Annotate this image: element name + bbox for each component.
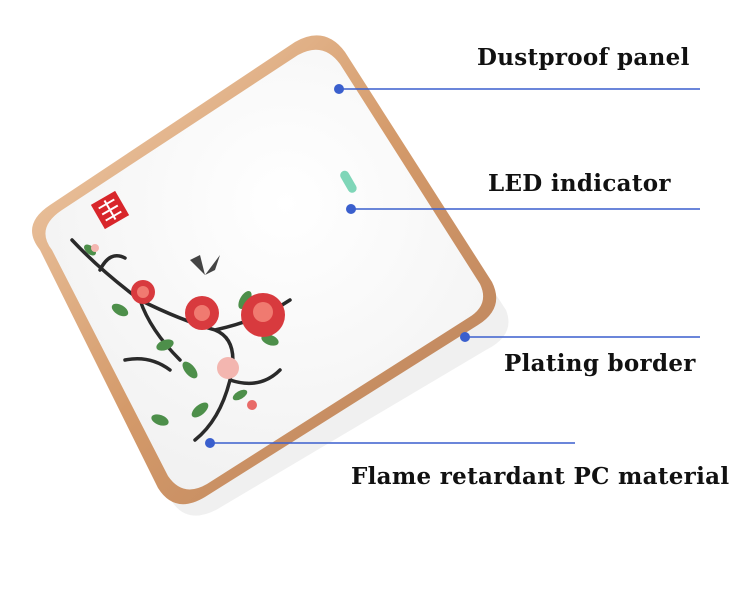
callout-label-led: LED indicator <box>488 170 671 197</box>
callout-label-material: Flame retardant PC material <box>351 463 730 490</box>
callout-label-plating: Plating border <box>504 350 696 377</box>
callout-lines <box>210 88 700 444</box>
butterfly <box>190 255 220 275</box>
callout-label-dustproof: Dustproof panel <box>477 44 690 71</box>
led-indicator <box>340 170 357 193</box>
seal-stamp <box>90 190 130 230</box>
dustproof-panel <box>45 49 484 490</box>
flower-artwork <box>70 238 292 442</box>
callout-dots <box>205 84 470 448</box>
